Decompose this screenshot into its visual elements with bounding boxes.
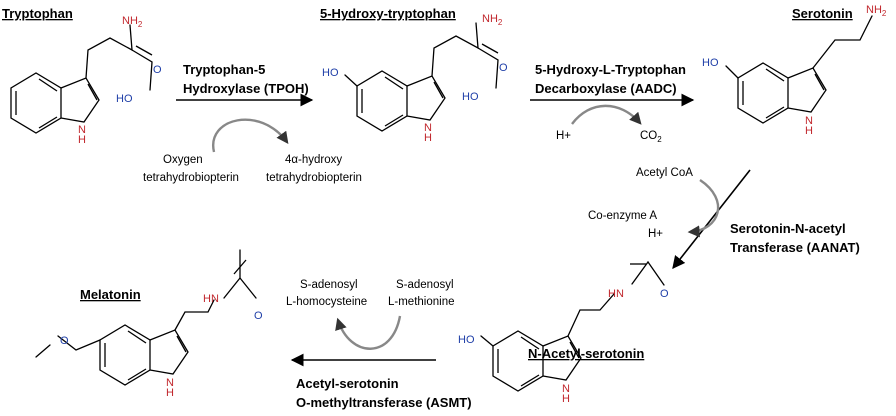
tryptophan-nh: N [78,124,86,136]
serotonin-ho: HO [702,57,719,69]
tryptophan-molecule: Tryptophan NH2 O HO N H [2,6,162,146]
hydroxy-bh4-label-2: tetrahydrobiopterin [266,172,362,184]
n-acetylserotonin-ho: HO [458,334,475,346]
hydroxytryptophan-carbonyl-o: O [499,62,508,74]
tpoh-step: Tryptophan-5 Hydroxylase (TPOH) Oxygen t… [143,62,362,184]
n-acetylserotonin-molecule: N-Acetyl-serotonin HO HN O N H [458,260,669,405]
melatonin-n: N [166,377,174,389]
melatonin-methoxy-o: O [60,335,69,347]
serotonin-title: Serotonin [792,6,853,21]
asmt-step: S-adenosyl L-methionine S-adenosyl L-hom… [286,279,472,410]
asmt-label-2: O-methyltransferase (ASMT) [296,395,472,410]
serotonin-nh2: NH2 [866,4,887,18]
asmt-label-1: Acetyl-serotonin [296,376,399,391]
svg-text:H: H [562,393,570,405]
tryptophan-carbonyl-o: O [153,64,162,76]
n-acetylserotonin-o: O [660,288,669,300]
aadc-label-2: Decarboxylase (AADC) [535,81,677,96]
tryptophan-nh2: NH2 [122,15,143,29]
serotonin-n: N [805,115,813,127]
aanat-label-1: Serotonin-N-acetyl [730,221,846,236]
melatonin-title: Melatonin [80,287,141,302]
tryptophan-hydroxyl: HO [116,93,133,105]
tpoh-label-2: Hydroxylase (TPOH) [183,81,309,96]
bh4-label: tetrahydrobiopterin [143,172,239,184]
svg-text:H: H [78,134,86,146]
aanat-step: Acetyl CoA Co-enzyme A H+ Serotonin-N-ac… [588,167,860,270]
hydroxy-bh4-label-1: 4α-hydroxy [285,154,342,166]
hydroxytryptophan-hydroxyl: HO [462,91,479,103]
acetyl-coa-label: Acetyl CoA [636,167,693,179]
hydroxytryptophan-title: 5-Hydroxy-tryptophan [320,6,456,21]
melatonin-hn: HN [203,293,219,305]
tpoh-label-1: Tryptophan-5 [183,62,265,77]
hydroxytryptophan-ho: HO [322,67,339,79]
hydroxytryptophan-nh2: NH2 [482,13,503,27]
sam-label-1: S-adenosyl [396,279,454,291]
svg-text:H: H [166,387,174,399]
sah-label-1: S-adenosyl [300,279,358,291]
aadc-step: 5-Hydroxy-L-Tryptophan Decarboxylase (AA… [530,62,695,144]
oxygen-label: Oxygen [163,154,203,166]
sah-label-2: L-homocysteine [286,296,367,308]
aadc-label-1: 5-Hydroxy-L-Tryptophan [535,62,686,77]
co2-label: CO2 [640,130,662,144]
melatonin-molecule: Melatonin O HN O N H [35,249,263,399]
tryptophan-title: Tryptophan [2,6,73,21]
n-acetylserotonin-n: N [562,383,570,395]
serotonin-molecule: Serotonin HO NH2 N H [702,4,887,137]
coenzyme-a-label: Co-enzyme A [588,210,657,222]
hydroxytryptophan-n: N [424,122,432,134]
n-acetylserotonin-hn: HN [608,288,624,300]
h-plus-label: H+ [556,130,571,142]
n-acetylserotonin-title: N-Acetyl-serotonin [528,346,644,361]
svg-text:H: H [805,125,813,137]
aanat-label-2: Transferase (AANAT) [730,240,860,255]
sam-label-2: L-methionine [388,296,454,308]
h-plus-2-label: H+ [648,228,663,240]
svg-text:H: H [424,132,432,144]
hydroxytryptophan-molecule: 5-Hydroxy-tryptophan HO NH2 O HO N H [320,6,508,144]
melatonin-o: O [254,310,263,322]
